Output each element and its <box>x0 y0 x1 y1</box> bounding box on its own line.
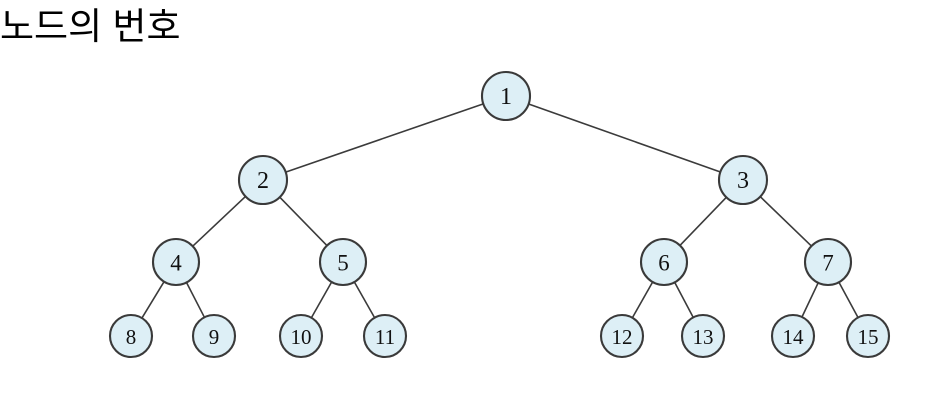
node-label: 7 <box>822 251 834 276</box>
tree-node-3[interactable]: 3 <box>717 154 769 206</box>
tree-edge <box>838 281 859 318</box>
node-circle[interactable] <box>770 313 816 359</box>
tree-node-2[interactable]: 2 <box>237 154 289 206</box>
node-circle[interactable] <box>803 237 853 287</box>
tree-node-5[interactable]: 5 <box>318 237 368 287</box>
node-label: 15 <box>858 325 879 349</box>
tree-node-11[interactable]: 11 <box>362 313 408 359</box>
tree-edge <box>674 281 694 318</box>
tree-edge <box>528 103 721 173</box>
node-circle[interactable] <box>191 313 237 359</box>
tree-edge <box>285 103 484 173</box>
node-circle[interactable] <box>237 154 289 206</box>
node-circle[interactable] <box>845 313 891 359</box>
node-circle[interactable] <box>278 313 324 359</box>
node-circle[interactable] <box>639 237 689 287</box>
node-label: 2 <box>257 168 269 194</box>
node-circle[interactable] <box>480 70 532 122</box>
node-label: 3 <box>737 168 749 194</box>
page-title: 노드의 번호 <box>0 6 181 47</box>
tree-node-1[interactable]: 1 <box>480 70 532 122</box>
tree-edge <box>310 281 333 319</box>
node-label: 10 <box>291 325 312 349</box>
tree-node-7[interactable]: 7 <box>803 237 853 287</box>
tree-edge <box>353 281 376 319</box>
tree-node-10[interactable]: 10 <box>278 313 324 359</box>
tree-edge <box>141 281 165 319</box>
node-label: 13 <box>693 325 714 349</box>
node-label: 1 <box>500 84 512 110</box>
tree-edge <box>192 195 247 247</box>
node-circle[interactable] <box>717 154 769 206</box>
tree-edge <box>631 281 654 319</box>
tree-edge <box>279 196 328 247</box>
node-label: 8 <box>126 325 137 349</box>
tree-node-13[interactable]: 13 <box>680 313 726 359</box>
tree-edge <box>185 282 206 318</box>
node-circle[interactable] <box>680 313 726 359</box>
tree-edge <box>759 196 813 247</box>
node-label: 14 <box>783 325 805 349</box>
node-label: 9 <box>209 325 220 349</box>
node-label: 4 <box>170 251 182 276</box>
tree-edge <box>679 196 727 246</box>
node-label: 12 <box>612 325 633 349</box>
node-label: 11 <box>375 325 395 349</box>
node-circle[interactable] <box>318 237 368 287</box>
tree-edges-group <box>141 103 859 319</box>
tree-node-4[interactable]: 4 <box>151 237 201 287</box>
node-label: 5 <box>337 251 349 276</box>
tree-node-12[interactable]: 12 <box>599 313 645 359</box>
node-circle[interactable] <box>362 313 408 359</box>
tree-edge <box>801 282 819 318</box>
tree-node-9[interactable]: 9 <box>191 313 237 359</box>
node-label: 6 <box>658 251 670 276</box>
node-circle[interactable] <box>108 313 154 359</box>
node-circle[interactable] <box>151 237 201 287</box>
tree-node-15[interactable]: 15 <box>845 313 891 359</box>
tree-node-8[interactable]: 8 <box>108 313 154 359</box>
tree-node-14[interactable]: 14 <box>770 313 816 359</box>
node-circle[interactable] <box>599 313 645 359</box>
tree-node-6[interactable]: 6 <box>639 237 689 287</box>
